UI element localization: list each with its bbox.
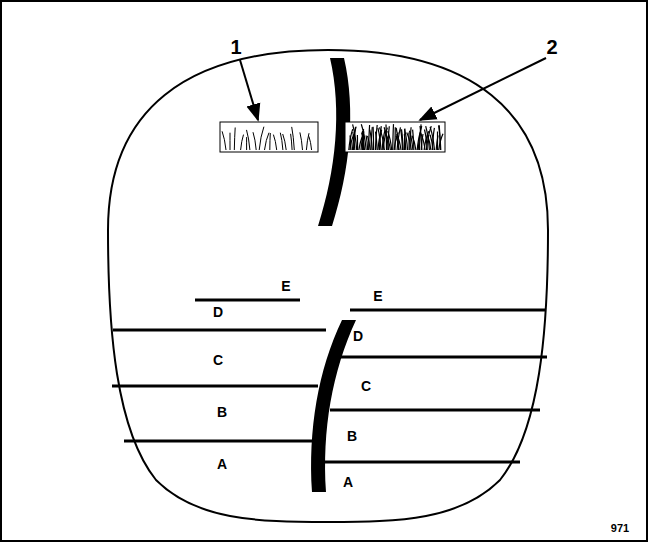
grass-blade [439, 125, 441, 150]
zone-letter: D [213, 305, 223, 319]
grass-blade [439, 125, 440, 150]
grass-blade [259, 127, 264, 150]
grass-blade [430, 127, 434, 150]
grass-blade [265, 133, 270, 150]
callout-number: 2 [546, 37, 557, 57]
leader-arrow [240, 60, 258, 120]
tread-groove [311, 320, 356, 492]
grass-blade [357, 135, 358, 150]
grass-blade [230, 133, 231, 150]
grass-blade [421, 133, 426, 150]
grass-blade [253, 132, 256, 150]
grass-blade [388, 131, 392, 150]
zone-letter: A [343, 475, 353, 489]
grass-blade [412, 136, 416, 150]
grass-blade [300, 132, 303, 150]
grass-blade [368, 136, 371, 150]
grass-blade [409, 131, 413, 150]
figure-number: 971 [611, 523, 629, 534]
grass-blade [306, 133, 309, 150]
grass-blade [397, 134, 401, 150]
grass-blade [246, 137, 247, 150]
zone-letter: C [213, 353, 223, 367]
zone-letter: D [353, 329, 363, 343]
grass-blade [291, 134, 293, 150]
zone-letter: A [217, 457, 227, 471]
grass-blade [420, 126, 422, 150]
grass-blade [241, 135, 244, 150]
grass-blade [402, 129, 404, 150]
grass-blade [401, 129, 403, 150]
tire-outline [108, 50, 548, 522]
grass-blade [380, 127, 385, 150]
grass-blade [273, 135, 276, 150]
dense-grass [349, 124, 443, 150]
grass-blade [394, 127, 395, 150]
zone-letter: E [373, 289, 382, 303]
grass-blade [280, 133, 283, 150]
grass-blade [222, 131, 226, 150]
grass-sample [345, 122, 445, 152]
leader-arrow [420, 58, 546, 120]
grass-blade [373, 127, 375, 150]
zone-letter: B [347, 429, 357, 443]
grass-blade [350, 135, 351, 150]
callout-number: 1 [230, 37, 241, 57]
zone-letter: C [361, 379, 371, 393]
grass-blade [247, 130, 250, 150]
grass-blade [370, 130, 373, 150]
grass-blade [269, 133, 271, 150]
grass-blade [353, 124, 357, 150]
zone-letter: E [281, 279, 290, 293]
grass-sample [220, 122, 318, 152]
grass-blade [376, 132, 378, 150]
grass-blade [361, 124, 366, 150]
grass-blade [292, 127, 295, 150]
grass-blade [437, 132, 438, 151]
sparse-grass [222, 127, 312, 150]
grass-blade [234, 128, 236, 151]
grass-blade [283, 134, 287, 150]
grass-blade [309, 136, 312, 150]
grass-blade [375, 125, 377, 150]
grass-blade [392, 124, 394, 150]
zone-letter: B [217, 405, 227, 419]
zone-lines [112, 300, 547, 462]
